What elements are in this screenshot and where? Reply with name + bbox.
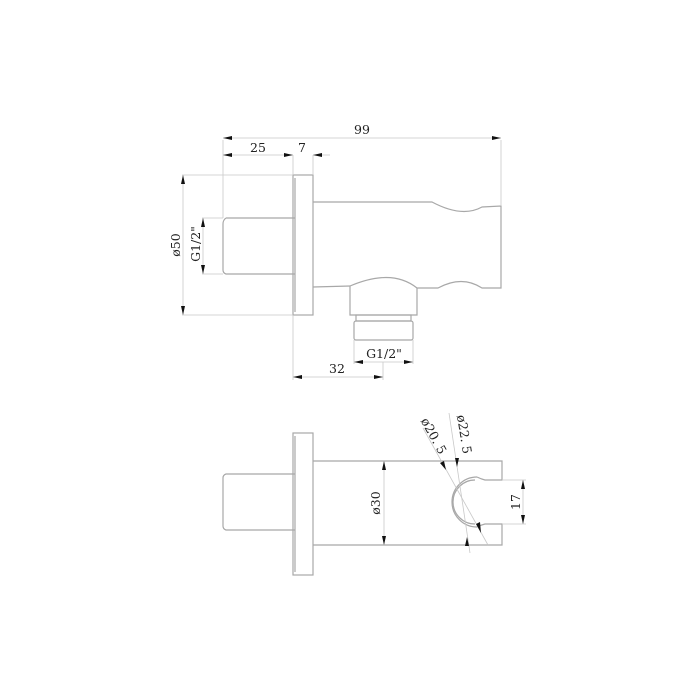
holder-body <box>312 201 502 289</box>
wall-flange <box>292 174 314 316</box>
cradle-inner-arc <box>452 479 476 525</box>
dim-outlet-thread: G1/2" <box>366 346 402 361</box>
dim-flange-diameter: ø50 <box>168 233 183 256</box>
inlet-thread-stub <box>222 217 295 275</box>
holder-body-top <box>313 460 503 546</box>
dim-outlet-offset: 32 <box>329 361 345 376</box>
inlet-thread-stub-top <box>222 473 295 531</box>
dim-slot-width: 17 <box>508 494 523 510</box>
dim-flange-thickness: 7 <box>298 140 306 155</box>
dim-inner-diameter: ø20. 5 <box>418 415 450 457</box>
dim-outer-diameter: ø22. 5 <box>454 414 475 455</box>
outlet-boss <box>349 286 418 316</box>
cradle-outer-arc <box>451 476 478 528</box>
leader-outer-diameter <box>448 412 471 554</box>
outlet-thread <box>355 314 412 322</box>
dim-overall-length: 99 <box>354 122 370 137</box>
dim-inlet-thread: G1/2" <box>188 226 203 262</box>
side-view: 99 25 7 ø50 G1/2" G1/2" <box>168 122 502 380</box>
dim-thread-length: 25 <box>250 140 266 155</box>
top-view: ø30 17 ø20. 5 ø22. 5 <box>222 412 526 576</box>
dim-body-diameter: ø30 <box>368 491 383 514</box>
wall-flange-top <box>292 432 314 576</box>
